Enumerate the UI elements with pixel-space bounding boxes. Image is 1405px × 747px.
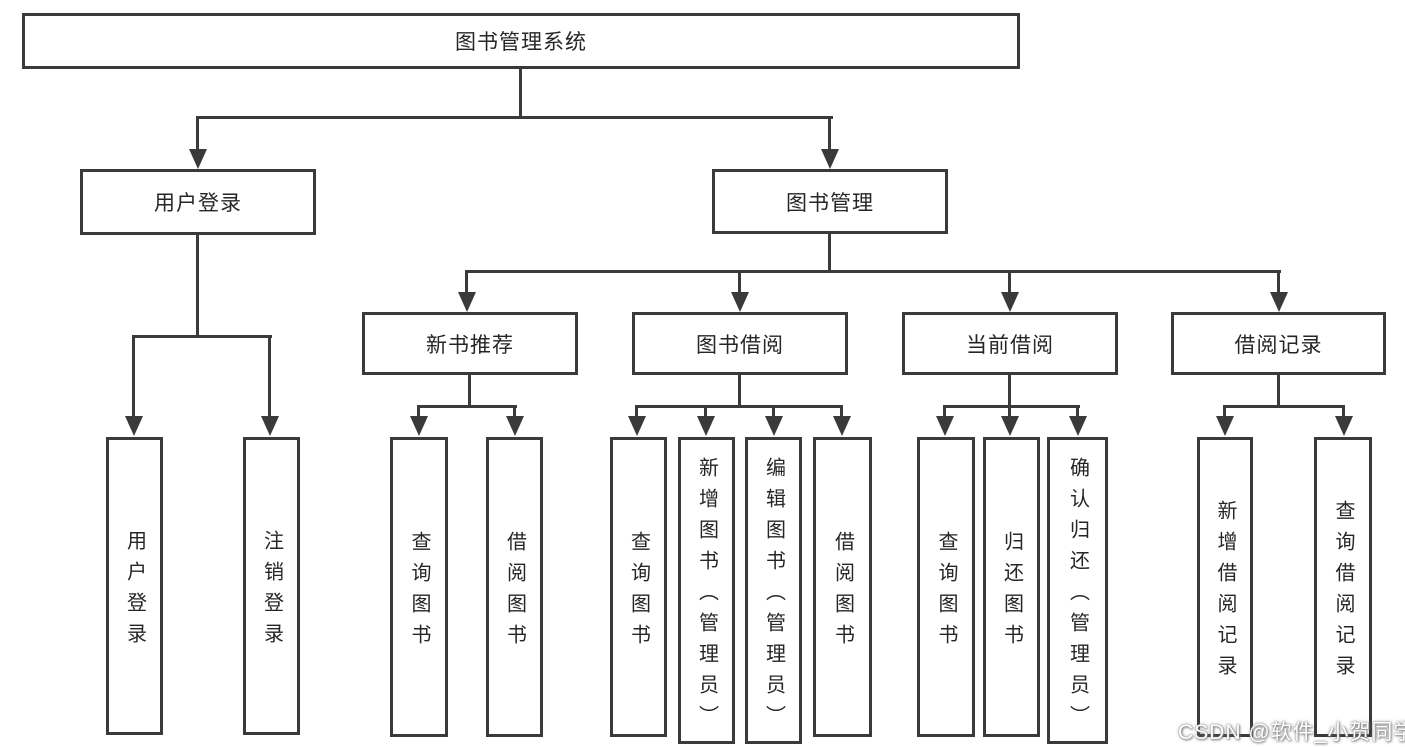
node-book-borrow-label: 图书借阅	[696, 333, 784, 357]
arrow-down-icon	[261, 416, 279, 436]
connector-drop	[1342, 405, 1345, 420]
connector-borrow-records-rail	[1223, 405, 1345, 408]
leaf-confirm-return-admin: 确认归还（管理员）	[1047, 437, 1108, 744]
leaf-query-book-current: 查询图书	[917, 437, 975, 737]
node-new-book-rec-label: 新书推荐	[426, 333, 514, 357]
leaf-user-login-label: 用户登录	[123, 529, 146, 654]
connector-root-trunk	[519, 68, 522, 118]
connector-drop	[704, 405, 707, 420]
arrow-down-icon	[410, 416, 428, 436]
node-user-login-label: 用户登录	[154, 192, 242, 215]
node-current-borrow: 当前借阅	[902, 312, 1118, 375]
arrow-down-icon	[1270, 292, 1288, 312]
leaf-add-borrow-record: 新增借阅记录	[1197, 437, 1253, 737]
connector-drop-borrow-records	[1277, 270, 1280, 296]
connector-drop	[840, 405, 843, 420]
connector-drop-book-borrow	[738, 270, 741, 296]
leaf-query-book-newrec: 查询图书	[390, 437, 448, 737]
connector-drop-current-borrow	[1008, 270, 1011, 296]
node-current-borrow-label: 当前借阅	[966, 333, 1054, 357]
node-borrow-records: 借阅记录	[1171, 312, 1386, 375]
leaf-logout-label: 注销登录	[260, 529, 283, 654]
node-user-login: 用户登录	[80, 169, 316, 235]
connector-drop	[513, 405, 516, 420]
leaf-return-book: 归还图书	[983, 437, 1040, 737]
arrow-down-icon	[1069, 416, 1087, 436]
node-book-mgmt-label: 图书管理	[786, 191, 874, 215]
leaf-query-borrow-record: 查询借阅记录	[1314, 437, 1372, 737]
leaf-query-book-current-label: 查询图书	[935, 530, 957, 655]
leaf-query-borrow-record-label: 查询借阅记录	[1332, 499, 1354, 686]
leaf-logout: 注销登录	[243, 437, 300, 735]
connector-drop	[1008, 405, 1011, 420]
arrow-down-icon	[506, 416, 524, 436]
arrow-down-icon	[697, 416, 715, 436]
node-root: 图书管理系统	[22, 13, 1020, 69]
leaf-edit-book-admin-label: 编辑图书（管理员）	[762, 456, 785, 736]
arrow-down-icon	[936, 416, 954, 436]
node-book-borrow: 图书借阅	[632, 312, 848, 375]
leaf-confirm-return-admin-label: 确认归还（管理员）	[1066, 456, 1089, 736]
leaf-borrow-book-newrec: 借阅图书	[486, 437, 543, 737]
connector-book-mgmt-rail	[465, 270, 1281, 273]
connector-drop	[1076, 405, 1079, 420]
leaf-return-book-label: 归还图书	[1000, 530, 1023, 655]
leaf-query-book-borrow-label: 查询图书	[627, 530, 650, 655]
connector-drop	[1223, 405, 1226, 420]
leaf-add-book-admin-label: 新增图书（管理员）	[695, 456, 718, 736]
arrow-down-icon	[821, 149, 839, 169]
connector-root-rail	[196, 116, 833, 119]
arrow-down-icon	[1216, 416, 1234, 436]
connector-drop	[772, 405, 775, 420]
connector-borrow-records-trunk	[1277, 375, 1280, 408]
connector-drop-leaf-logout	[268, 335, 271, 420]
leaf-add-book-admin: 新增图书（管理员）	[678, 437, 735, 744]
connector-new-rec-rail	[417, 405, 517, 408]
connector-drop	[635, 405, 638, 420]
connector-new-rec-trunk	[468, 375, 471, 408]
arrow-down-icon	[458, 292, 476, 312]
connector-drop-book-mgmt	[828, 116, 831, 152]
connector-drop-new-rec	[465, 270, 468, 296]
leaf-query-book-borrow: 查询图书	[610, 437, 667, 737]
connector-drop-user-login	[196, 116, 199, 152]
leaf-borrow-book: 借阅图书	[813, 437, 872, 737]
connector-current-borrow-rail	[943, 405, 1080, 408]
connector-book-borrow-rail	[635, 405, 843, 408]
connector-user-login-rail	[132, 335, 272, 338]
arrow-down-icon	[628, 416, 646, 436]
arrow-down-icon	[765, 416, 783, 436]
connector-drop	[943, 405, 946, 420]
arrow-down-icon	[1001, 292, 1019, 312]
leaf-add-borrow-record-label: 新增借阅记录	[1214, 499, 1236, 686]
arrow-down-icon	[125, 416, 143, 436]
arrow-down-icon	[1001, 416, 1019, 436]
csdn-watermark: CSDN @软件_小贺同学	[1178, 721, 1405, 744]
connector-book-borrow-trunk	[738, 375, 741, 408]
connector-book-mgmt-trunk	[828, 234, 831, 272]
node-new-book-rec: 新书推荐	[362, 312, 578, 375]
node-book-mgmt: 图书管理	[712, 169, 948, 234]
arrow-down-icon	[1335, 416, 1353, 436]
leaf-borrow-book-newrec-label: 借阅图书	[503, 530, 526, 655]
leaf-user-login: 用户登录	[106, 437, 163, 735]
connector-user-login-trunk	[196, 234, 199, 337]
connector-drop	[417, 405, 420, 420]
node-borrow-records-label: 借阅记录	[1234, 333, 1323, 357]
leaf-borrow-book-label: 借阅图书	[831, 530, 854, 655]
arrow-down-icon	[189, 149, 207, 169]
node-root-label: 图书管理系统	[455, 31, 587, 54]
connector-drop-leaf-login	[132, 335, 135, 420]
leaf-query-book-newrec-label: 查询图书	[408, 530, 430, 655]
leaf-edit-book-admin: 编辑图书（管理员）	[745, 437, 802, 744]
arrow-down-icon	[731, 292, 749, 312]
arrow-down-icon	[833, 416, 851, 436]
connector-current-borrow-trunk	[1008, 375, 1011, 408]
